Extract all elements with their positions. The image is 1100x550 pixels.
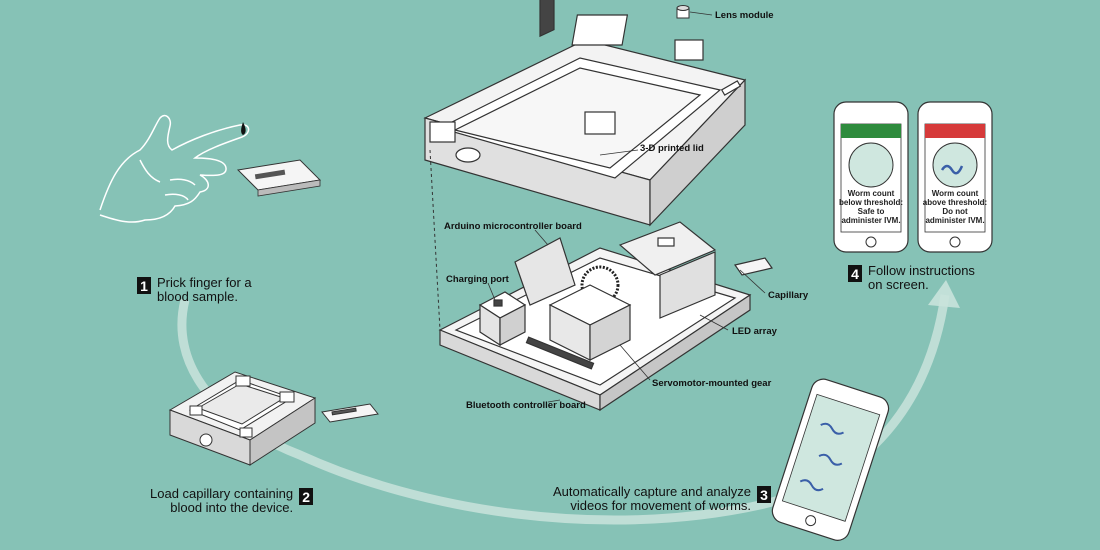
label-lens-module: Lens module: [715, 10, 774, 21]
status-bar-safe: [841, 124, 901, 138]
label-capillary: Capillary: [768, 290, 809, 301]
capillary-cartridge-1: [236, 159, 322, 197]
blood-drop: [241, 122, 246, 135]
status-bar-unsafe: [925, 124, 985, 138]
hand-illustration: [99, 114, 250, 223]
step-2-line1: Load capillary containing: [150, 486, 294, 501]
flow-arrowhead: [928, 280, 960, 308]
label-charging-port: Charging port: [446, 274, 509, 285]
step-3-line1: Automatically capture and analyze: [553, 484, 752, 499]
step-4-line2: on screen.: [868, 277, 929, 292]
screen-unsafe-line2: above threshold:: [923, 198, 987, 207]
label-servo-gear: Servomotor-mounted gear: [652, 378, 772, 389]
screen-safe-line3: Safe to: [858, 207, 885, 216]
lens-module: [676, 5, 713, 19]
phone-safe: Worm count below threshold: Safe to admi…: [833, 101, 909, 253]
label-bluetooth: Bluetooth controller board: [466, 400, 586, 411]
screen-unsafe-line4: administer IVM.: [925, 216, 984, 225]
screen-safe-line2: below threshold:: [839, 198, 903, 207]
label-arduino: Arduino microcontroller board: [444, 221, 582, 232]
label-lid: 3-D printed lid: [640, 143, 704, 154]
step-1-line1: Prick finger for a: [157, 275, 252, 290]
step-2-line2: blood into the device.: [170, 500, 294, 515]
device-lid: [423, 14, 747, 227]
device-base: [438, 0, 774, 412]
leader-dashed: [429, 149, 441, 331]
leader-lines: [487, 149, 766, 403]
step-3-line2: videos for movement of worms.: [570, 498, 752, 513]
screen-unsafe-line1: Worm count: [932, 189, 979, 198]
phone-step3: [771, 378, 890, 541]
small-device: [168, 371, 379, 466]
step-1-number: 1: [137, 277, 151, 294]
label-led-array: LED array: [732, 326, 777, 337]
step-1-line2: blood sample.: [157, 289, 238, 304]
step-4-number: 4: [848, 265, 862, 282]
screen-safe-line4: administer IVM.: [841, 216, 900, 225]
step-2-number: 2: [299, 488, 314, 505]
screen-unsafe-line3: Do not: [942, 207, 968, 216]
phone-unsafe: Worm count above threshold: Do not admin…: [917, 101, 993, 253]
step-3-number: 3: [757, 486, 772, 503]
screen-safe-line1: Worm count: [848, 189, 895, 198]
step-4-line1: Follow instructions: [868, 263, 975, 278]
